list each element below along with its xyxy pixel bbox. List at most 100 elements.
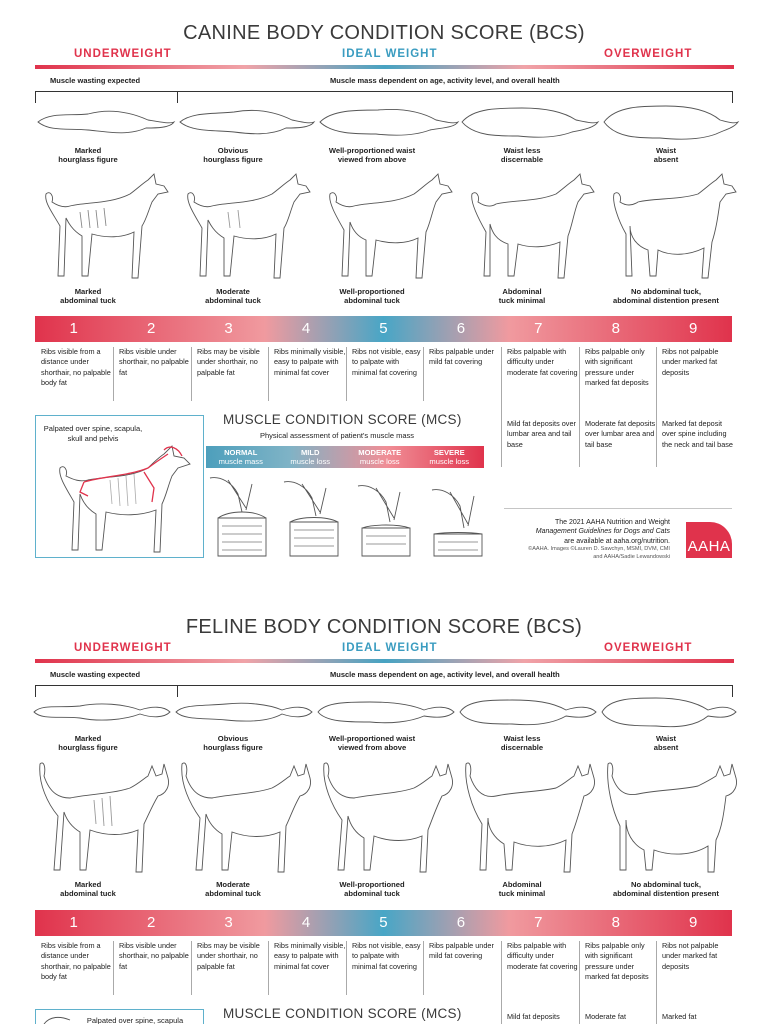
mcs-subtitle: Physical assessment of patient's muscle … [260,431,414,440]
feline-score-desc-8: Ribs palpable only with significant pres… [579,941,657,1024]
score-7: 7 [534,320,543,337]
score-desc-2: Ribs visible under shorthair, no palpabl… [113,347,191,401]
feline-mcs-palpation-box: Palpated over spine, scapula [35,1009,204,1024]
feline-bcs-score-bar: 1 2 3 4 5 6 7 8 9 [35,910,732,936]
underweight-label: UNDERWEIGHT [74,48,172,60]
score-desc-7: Ribs palpable with difficulty under mode… [501,347,579,467]
bracket-ideal [177,91,733,103]
score-2: 2 [146,320,156,337]
feline-underweight-label: UNDERWEIGHT [74,642,172,654]
score-desc-9: Ribs not palpable under marked fat depos… [656,347,734,467]
dog-skeleton-figure [59,445,191,553]
feline-score-9: 9 [689,914,698,931]
score-desc-1: Ribs visible from a distance under short… [41,347,111,388]
palpated-note: Palpated over spine, scapula, skull and … [43,424,143,443]
cat-tail-figure [43,1016,71,1024]
feline-extra-desc-9: Marked fat [662,1012,697,1021]
cat-side-view-row [39,762,737,873]
feline-ideal-weight-label: IDEAL WEIGHT [342,642,438,654]
canine-bcs-panel: CANINE BODY CONDITION SCORE (BCS) UNDERW… [35,22,740,560]
feline-score-desc-4: Ribs minimally visible, easy to palpate … [268,941,346,995]
score-1: 1 [69,320,78,337]
feline-title: FELINE BODY CONDITION SCORE (BCS) [185,616,583,638]
cat-top-view-row [33,697,737,728]
feline-score-desc-6: Ribs palpable under mild fat covering [423,941,501,995]
score-3: 3 [224,320,233,337]
mcs-palpation-box: Palpated over spine, scapula, skull and … [35,415,204,558]
feline-weight-gradient-line [35,659,734,663]
feline-score-4: 4 [301,914,311,931]
score-9: 9 [689,320,698,337]
feline-score-desc-2: Ribs visible under shorthair, no palpabl… [113,941,191,995]
feline-score-desc-3: Ribs may be visible under shorthair, no … [191,941,269,995]
extra-desc-7: Mild fat deposits over lumbar area and t… [507,419,576,449]
score-4: 4 [301,320,311,337]
score-desc-3: Ribs may be visible under shorthair, no … [191,347,269,401]
score-desc-5: Ribs not visible, easy to palpate with m… [346,347,424,401]
mcs-title: MUSCLE CONDITION SCORE (MCS) [223,412,462,427]
feline-score-8: 8 [611,914,620,931]
feline-muscle-mass-note: Muscle mass dependent on age, activity l… [326,670,564,679]
score-desc-6: Ribs palpable under mild fat covering [423,347,501,401]
feline-bracket-ideal [177,685,733,697]
extra-desc-9: Marked fat deposit over spine including … [662,419,733,449]
feline-side-label-5: No abdominal tuck,abdominal distention p… [613,880,719,899]
feline-score-desc-1: Ribs visible from a distance under short… [41,941,111,982]
dog-side-view-row [45,173,737,279]
feline-bcs-panel: FELINE BODY CONDITION SCORE (BCS) UNDERW… [0,594,768,1024]
feline-score-desc-5: Ribs not visible, easy to palpate with m… [346,941,424,995]
feline-extra-desc-7: Mild fat deposits [507,1012,560,1021]
feline-score-desc-7: Ribs palpable with difficulty under mode… [501,941,579,1024]
feline-score-1: 1 [69,914,78,931]
ideal-weight-label: IDEAL WEIGHT [342,48,438,60]
feline-score-3: 3 [224,914,233,931]
feline-score-5: 5 [379,914,388,931]
score-6: 6 [456,320,466,337]
score-desc-8: Ribs palpable only with significant pres… [579,347,657,467]
muscle-mass-note: Muscle mass dependent on age, activity l… [326,76,564,85]
aaha-divider [504,508,732,509]
dog-top-view-row [37,105,740,140]
feline-overweight-label: OVERWEIGHT [604,642,693,654]
weight-gradient-line [35,65,734,69]
feline-palpated-note: Palpated over spine, scapula [86,1016,184,1024]
bcs-score-bar: 1 2 3 4 5 6 7 8 9 [35,316,732,342]
feline-score-6: 6 [456,914,466,931]
score-5: 5 [379,320,388,337]
aaha-logo: AAHA [686,522,732,558]
muscle-palpation-illustrations [209,477,483,557]
feline-score-7: 7 [534,914,543,931]
overweight-label: OVERWEIGHT [604,48,693,60]
aaha-guidelines-note: The 2021 AAHA Nutrition and Weight Manag… [528,519,670,560]
score-desc-4: Ribs minimally visible, easy to palpate … [268,347,346,401]
feline-muscle-wasting-note: Muscle wasting expected [46,670,145,679]
feline-score-desc-9: Ribs not palpable under marked fat depos… [656,941,734,1024]
score-8: 8 [611,320,620,337]
feline-extra-desc-8: Moderate fat [585,1012,626,1021]
feline-mcs-title: MUSCLE CONDITION SCORE (MCS) [223,1006,462,1021]
feline-bracket-underweight [35,685,177,697]
canine-title: CANINE BODY CONDITION SCORE (BCS) [183,22,585,44]
